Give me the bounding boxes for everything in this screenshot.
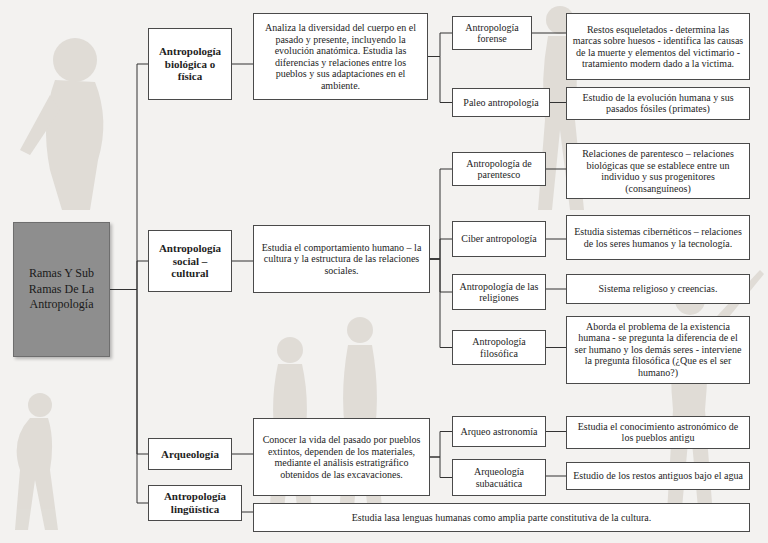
node-text: Estudia lasa lenguas humanas como amplia… xyxy=(352,512,652,524)
branch-box: Arqueología xyxy=(148,438,232,470)
connector-line xyxy=(546,169,566,170)
connector-line xyxy=(110,261,148,290)
node-text: Sistema religioso y creencias. xyxy=(599,283,718,295)
connector-line xyxy=(242,512,253,513)
subbranch-box: Antropología de parentesco xyxy=(452,152,546,186)
node-text: Estudio de la evolución humana y sus pas… xyxy=(572,92,744,115)
node-text: Analiza la diversidad del cuerpo en el p… xyxy=(259,22,422,91)
subbranch-box: Paleo antropología xyxy=(452,88,550,117)
node-text: Aborda el problema de la existencia huma… xyxy=(572,321,744,379)
connector-line xyxy=(546,239,566,240)
connector-line xyxy=(428,57,452,103)
connector-line xyxy=(110,290,148,504)
node-text: Estudia sistemas cibernéticos – relacion… xyxy=(572,226,744,249)
connector-line xyxy=(430,259,452,348)
detail-box: Estudio de los restos antiguos bajo el a… xyxy=(566,462,750,490)
description-box: Estudia lasa lenguas humanas como amplia… xyxy=(253,503,750,532)
connector-line xyxy=(546,476,566,477)
node-text: Conocer la vida del pasado por pueblos e… xyxy=(259,434,424,480)
node-text: Estudia el conocimiento astronómico de l… xyxy=(572,421,744,444)
node-text: Antropología filosófica xyxy=(458,336,540,359)
connector-line xyxy=(430,432,452,458)
connector-line xyxy=(430,457,452,478)
subbranch-box: Arqueología subacuática xyxy=(452,459,546,496)
node-text: Paleo antropología xyxy=(463,97,538,109)
node-text: Ciber antropología xyxy=(461,233,536,245)
connector-line xyxy=(232,64,253,65)
connector-line xyxy=(232,261,253,262)
branch-box: Antropología social – cultural xyxy=(148,230,232,292)
node-text: Antropología de parentesco xyxy=(458,158,540,181)
connector-line xyxy=(546,289,566,290)
connector-line xyxy=(232,454,253,455)
node-text: Arqueología xyxy=(161,448,219,461)
node-text: Antropología de las religiones xyxy=(458,281,540,304)
node-text: Relaciones de parentesco – relaciones bi… xyxy=(572,148,744,194)
connector-line xyxy=(430,169,452,259)
detail-box: Aborda el problema de la existencia huma… xyxy=(566,316,750,384)
subbranch-box: Antropología de las religiones xyxy=(452,274,546,310)
root-box: Ramas Y Sub Ramas De La Antropología xyxy=(13,222,110,357)
node-text: Estudio de los restos antiguos bajo el a… xyxy=(573,470,743,482)
detail-box: Sistema religioso y creencias. xyxy=(566,274,750,304)
description-box: Conocer la vida del pasado por pueblos e… xyxy=(253,418,430,496)
node-text: Ramas Y Sub Ramas De La Antropología xyxy=(19,266,104,313)
detail-box: Estudio de la evolución humana y sus pas… xyxy=(566,87,750,120)
branch-box: Antropología biológica o física xyxy=(148,28,232,100)
subbranch-box: Ciber antropología xyxy=(452,221,546,257)
node-text: Antropología social – cultural xyxy=(154,242,226,280)
connector-line xyxy=(110,290,148,455)
detail-box: Relaciones de parentesco – relaciones bi… xyxy=(566,143,750,199)
subbranch-box: Arqueo astronomía xyxy=(452,416,546,447)
detail-box: Restos esqueletados - determina las marc… xyxy=(566,13,750,80)
subbranch-box: Antropología forense xyxy=(452,16,532,50)
connector-line xyxy=(428,33,452,57)
node-text: Restos esqueletados - determina las marc… xyxy=(572,24,744,70)
detail-box: Estudia el conocimiento astronómico de l… xyxy=(566,416,750,449)
node-text: Antropología biológica o física xyxy=(154,45,226,83)
connector-line xyxy=(430,239,452,259)
connector-line xyxy=(430,259,452,292)
connector-line xyxy=(110,64,148,290)
connector-line xyxy=(546,347,566,348)
node-text: Antropología lingüística xyxy=(154,490,236,515)
node-text: Estudia el comportamiento humano – la cu… xyxy=(259,242,424,277)
connector-line xyxy=(532,33,566,34)
branch-box: Antropología lingüística xyxy=(148,485,242,521)
description-box: Estudia el comportamiento humano – la cu… xyxy=(253,225,430,293)
subbranch-box: Antropología filosófica xyxy=(452,330,546,365)
node-text: Antropología forense xyxy=(458,22,526,45)
detail-box: Estudia sistemas cibernéticos – relacion… xyxy=(566,215,750,260)
connector-line xyxy=(546,431,566,432)
node-text: Arqueología subacuática xyxy=(458,466,540,489)
connector-line xyxy=(550,102,566,103)
description-box: Analiza la diversidad del cuerpo en el p… xyxy=(253,13,428,100)
node-text: Arqueo astronomía xyxy=(461,426,538,438)
